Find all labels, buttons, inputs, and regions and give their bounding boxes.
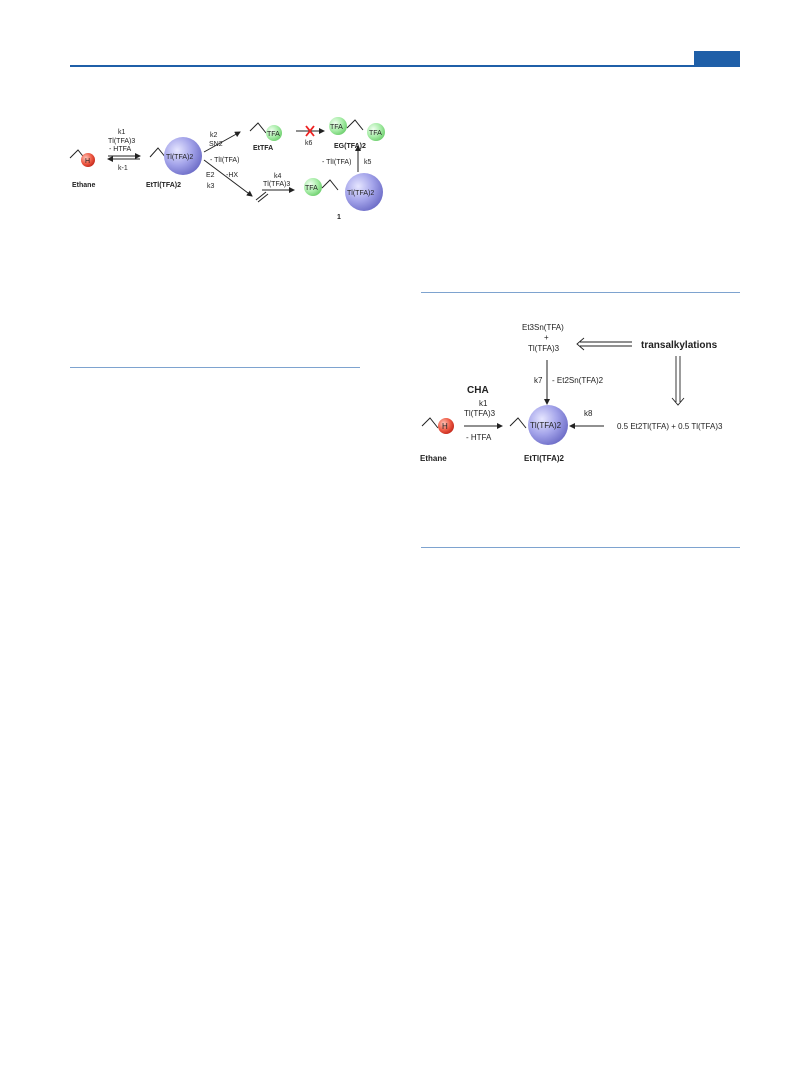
e2-arrow [203, 159, 253, 197]
hydrogen-sphere [81, 153, 95, 167]
minus-tl-b-label: - TlI(TFA) [322, 159, 351, 166]
hydrogen-label: H [85, 158, 90, 165]
scheme2-top-rule [421, 292, 740, 293]
tl-tfa2-b-label: Tl(TFA)2 [347, 190, 374, 197]
ethane-molecule: H [69, 149, 95, 167]
ethane-label: Ethane [72, 182, 95, 189]
ettl-label: EtTl(TFA)2 [146, 182, 181, 189]
tfa-sphere [266, 125, 282, 141]
k1-label-2: k1 [479, 399, 488, 408]
hx-label: -HX [226, 172, 238, 179]
tl-tfa2-label: Tl(TFA)2 [166, 154, 193, 161]
plus-label: + [544, 333, 549, 342]
k5-label: k5 [364, 159, 372, 166]
minus-et2sn-label: - Et2Sn(TFA)2 [552, 376, 604, 385]
k7-label: k7 [534, 376, 543, 385]
k8-label: k8 [584, 409, 593, 418]
htfa-label: - HTFA [109, 146, 131, 153]
sn2-label: SN2 [209, 141, 223, 148]
k6-label: k6 [305, 140, 313, 147]
transalkylation-arrow-down [671, 356, 685, 406]
tfa-label-4: TFA [305, 185, 318, 192]
k2-label: k2 [210, 132, 218, 139]
scheme2-bottom-rule [421, 547, 740, 548]
header-rule [70, 65, 740, 67]
k3-label: k3 [207, 183, 215, 190]
eg-label: EG(TFA)2 [334, 143, 366, 150]
ethane-label-2: Ethane [420, 454, 447, 463]
right-reagents-label: 0.5 Et2Tl(TFA) + 0.5 Tl(TFA)3 [617, 422, 723, 431]
cha-label: CHA [467, 385, 489, 396]
tfa-label-1: TFA [267, 131, 280, 138]
ethane-molecule-2: H [421, 417, 454, 434]
tl-tfa3-label: Tl(TFA)3 [108, 138, 135, 145]
transalkylations-label: transalkylations [641, 340, 718, 351]
tl-tfa3-b-label: Tl(TFA)3 [263, 181, 290, 188]
e2-label: E2 [206, 172, 215, 179]
k1-label: k1 [118, 129, 126, 136]
tfa-label-3: TFA [369, 130, 382, 137]
hydrogen-label-2: H [442, 422, 448, 431]
thallium-sphere-2 [528, 405, 568, 445]
sn2-arrow [203, 131, 241, 153]
ettl-label-2: EtTl(TFA)2 [524, 454, 565, 463]
minus-tl-label: - TlI(TFA) [210, 157, 239, 164]
tl-tfa2-label-2: Tl(TFA)2 [530, 421, 562, 430]
htfa-label-2: - HTFA [466, 433, 492, 442]
k-1-label: k-1 [118, 165, 128, 172]
thallium-sphere [164, 137, 202, 175]
ettfa-label: EtTFA [253, 145, 273, 152]
k4-label: k4 [274, 173, 282, 180]
ethylene-molecule [255, 191, 269, 203]
header-tab [694, 51, 740, 66]
scheme1-bottom-rule [70, 367, 360, 368]
blocked-x-icon [305, 125, 315, 137]
tl-tfa3-top-label: Tl(TFA)3 [528, 344, 560, 353]
transalkylation-arrow-left [576, 337, 632, 351]
et3sn-label: Et3Sn(TFA) [522, 323, 564, 332]
compound-1-label: 1 [337, 214, 341, 221]
tl-tfa3-label-2: Tl(TFA)3 [464, 409, 496, 418]
tfa-label-2: TFA [330, 124, 343, 131]
